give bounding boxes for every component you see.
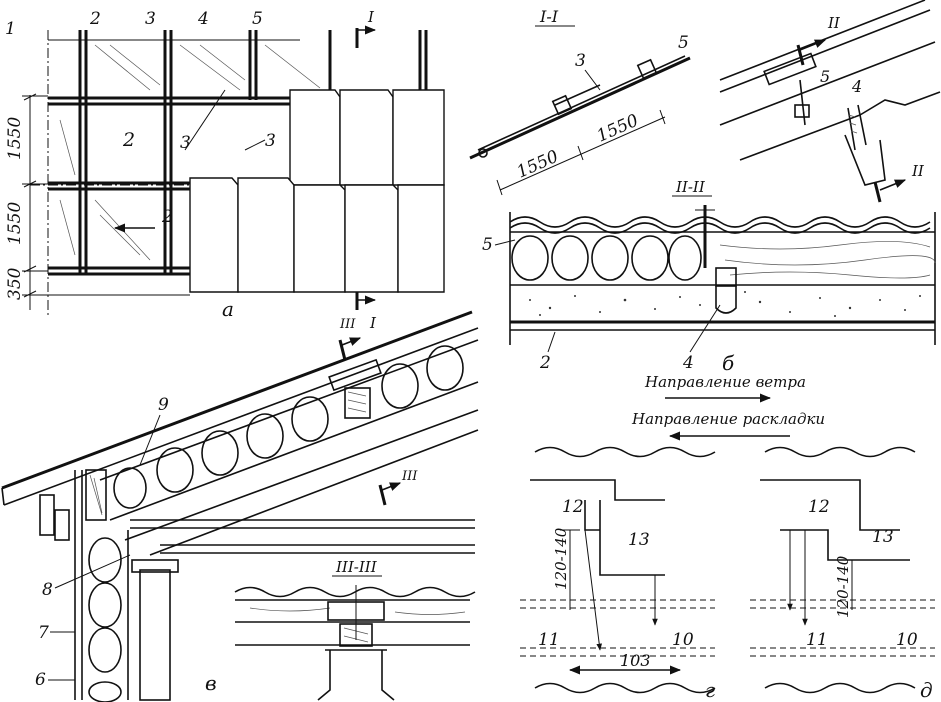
cut-mark-III-top: III — [339, 317, 356, 332]
dim-350: 350 — [5, 267, 25, 300]
direction-annotations: Направление ветра Направление раскладки — [631, 373, 825, 441]
callout-2-s2: 2 — [539, 353, 551, 373]
section-label-I-I: I-I — [539, 7, 559, 26]
callout-3-a: 3 — [145, 9, 156, 29]
callout-1-a: 1 — [5, 19, 16, 39]
callout-13-d: 13 — [872, 527, 894, 547]
panel-label-d: д — [920, 678, 933, 702]
dim-120-140-g: 120-140 — [552, 527, 570, 590]
panel-label-a: а — [222, 297, 234, 321]
cut-mark-I-bottom: I — [369, 314, 377, 332]
panel-g-lap-detail: 120-140 103 12 13 11 10 г — [520, 446, 716, 702]
laying-direction-label: Направление раскладки — [631, 410, 825, 428]
panel-v-eave-section: III III 9 8 7 6 в — [1, 310, 479, 702]
dim-1550-upper: 1550 — [5, 117, 25, 160]
callout-11-g: 11 — [538, 630, 560, 650]
callout-11-d: 11 — [806, 630, 828, 650]
callout-7: 7 — [38, 623, 49, 643]
callout-4-a: 4 — [197, 9, 209, 29]
callout-2-arrow: 2 — [161, 207, 173, 227]
cut-mark-II-bottom: II — [911, 162, 925, 180]
callout-3-panel-b: 3 — [265, 131, 276, 151]
callout-5-node: 5 — [820, 67, 830, 86]
section-III-III: III-III — [234, 558, 476, 701]
callout-9: 9 — [158, 395, 169, 415]
callout-12-d: 12 — [808, 497, 830, 517]
callout-5-s1: 5 — [678, 33, 689, 53]
callout-5-a: 5 — [252, 9, 263, 29]
dim-1550-s1a: 1550 — [514, 147, 562, 183]
panel-label-g: г — [705, 678, 715, 702]
callout-6: 6 — [35, 670, 46, 690]
panel-d-lap-detail: 120-140 12 13 11 10 д — [750, 446, 935, 702]
section-label-II-II: II-II — [675, 178, 706, 196]
dim-1550-lower: 1550 — [5, 202, 25, 245]
detail-node-II: II II 5 4 — [719, 0, 941, 203]
cut-mark-III-bottom: III — [401, 469, 418, 484]
wind-direction-label: Направление ветра — [644, 373, 806, 391]
dim-120-140-d: 120-140 — [834, 555, 852, 618]
section-II-II: II-II 5 2 4 — [482, 178, 936, 375]
callout-5-s2: 5 — [482, 235, 493, 255]
callout-3-s1: 3 — [575, 51, 586, 71]
cut-mark-I-top: I — [367, 8, 375, 26]
panel-label-b: б — [722, 351, 735, 375]
callout-2-panel: 2 — [122, 129, 135, 151]
callout-13-g: 13 — [628, 530, 650, 550]
section-label-III-III: III-III — [335, 558, 378, 576]
callout-10-g: 10 — [672, 630, 694, 650]
callout-4-s2: 4 — [682, 353, 694, 373]
panel-a-plan: 1550 1550 350 1 2 3 4 5 2 3 3 2 а I I — [5, 8, 445, 332]
panel-label-v: в — [205, 671, 217, 695]
callout-2-a: 2 — [89, 9, 101, 29]
callout-8: 8 — [42, 580, 53, 600]
callout-3-panel: 3 — [180, 133, 191, 153]
callout-4-node: 4 — [851, 77, 862, 96]
cut-mark-II-top: II — [827, 14, 841, 32]
dim-103: 103 — [620, 651, 651, 670]
section-I-I: I-I 1550 1550 3 5 — [469, 7, 691, 196]
dim-1550-s1b: 1550 — [594, 111, 642, 147]
callout-10-d: 10 — [896, 630, 918, 650]
callout-12-g: 12 — [562, 497, 584, 517]
